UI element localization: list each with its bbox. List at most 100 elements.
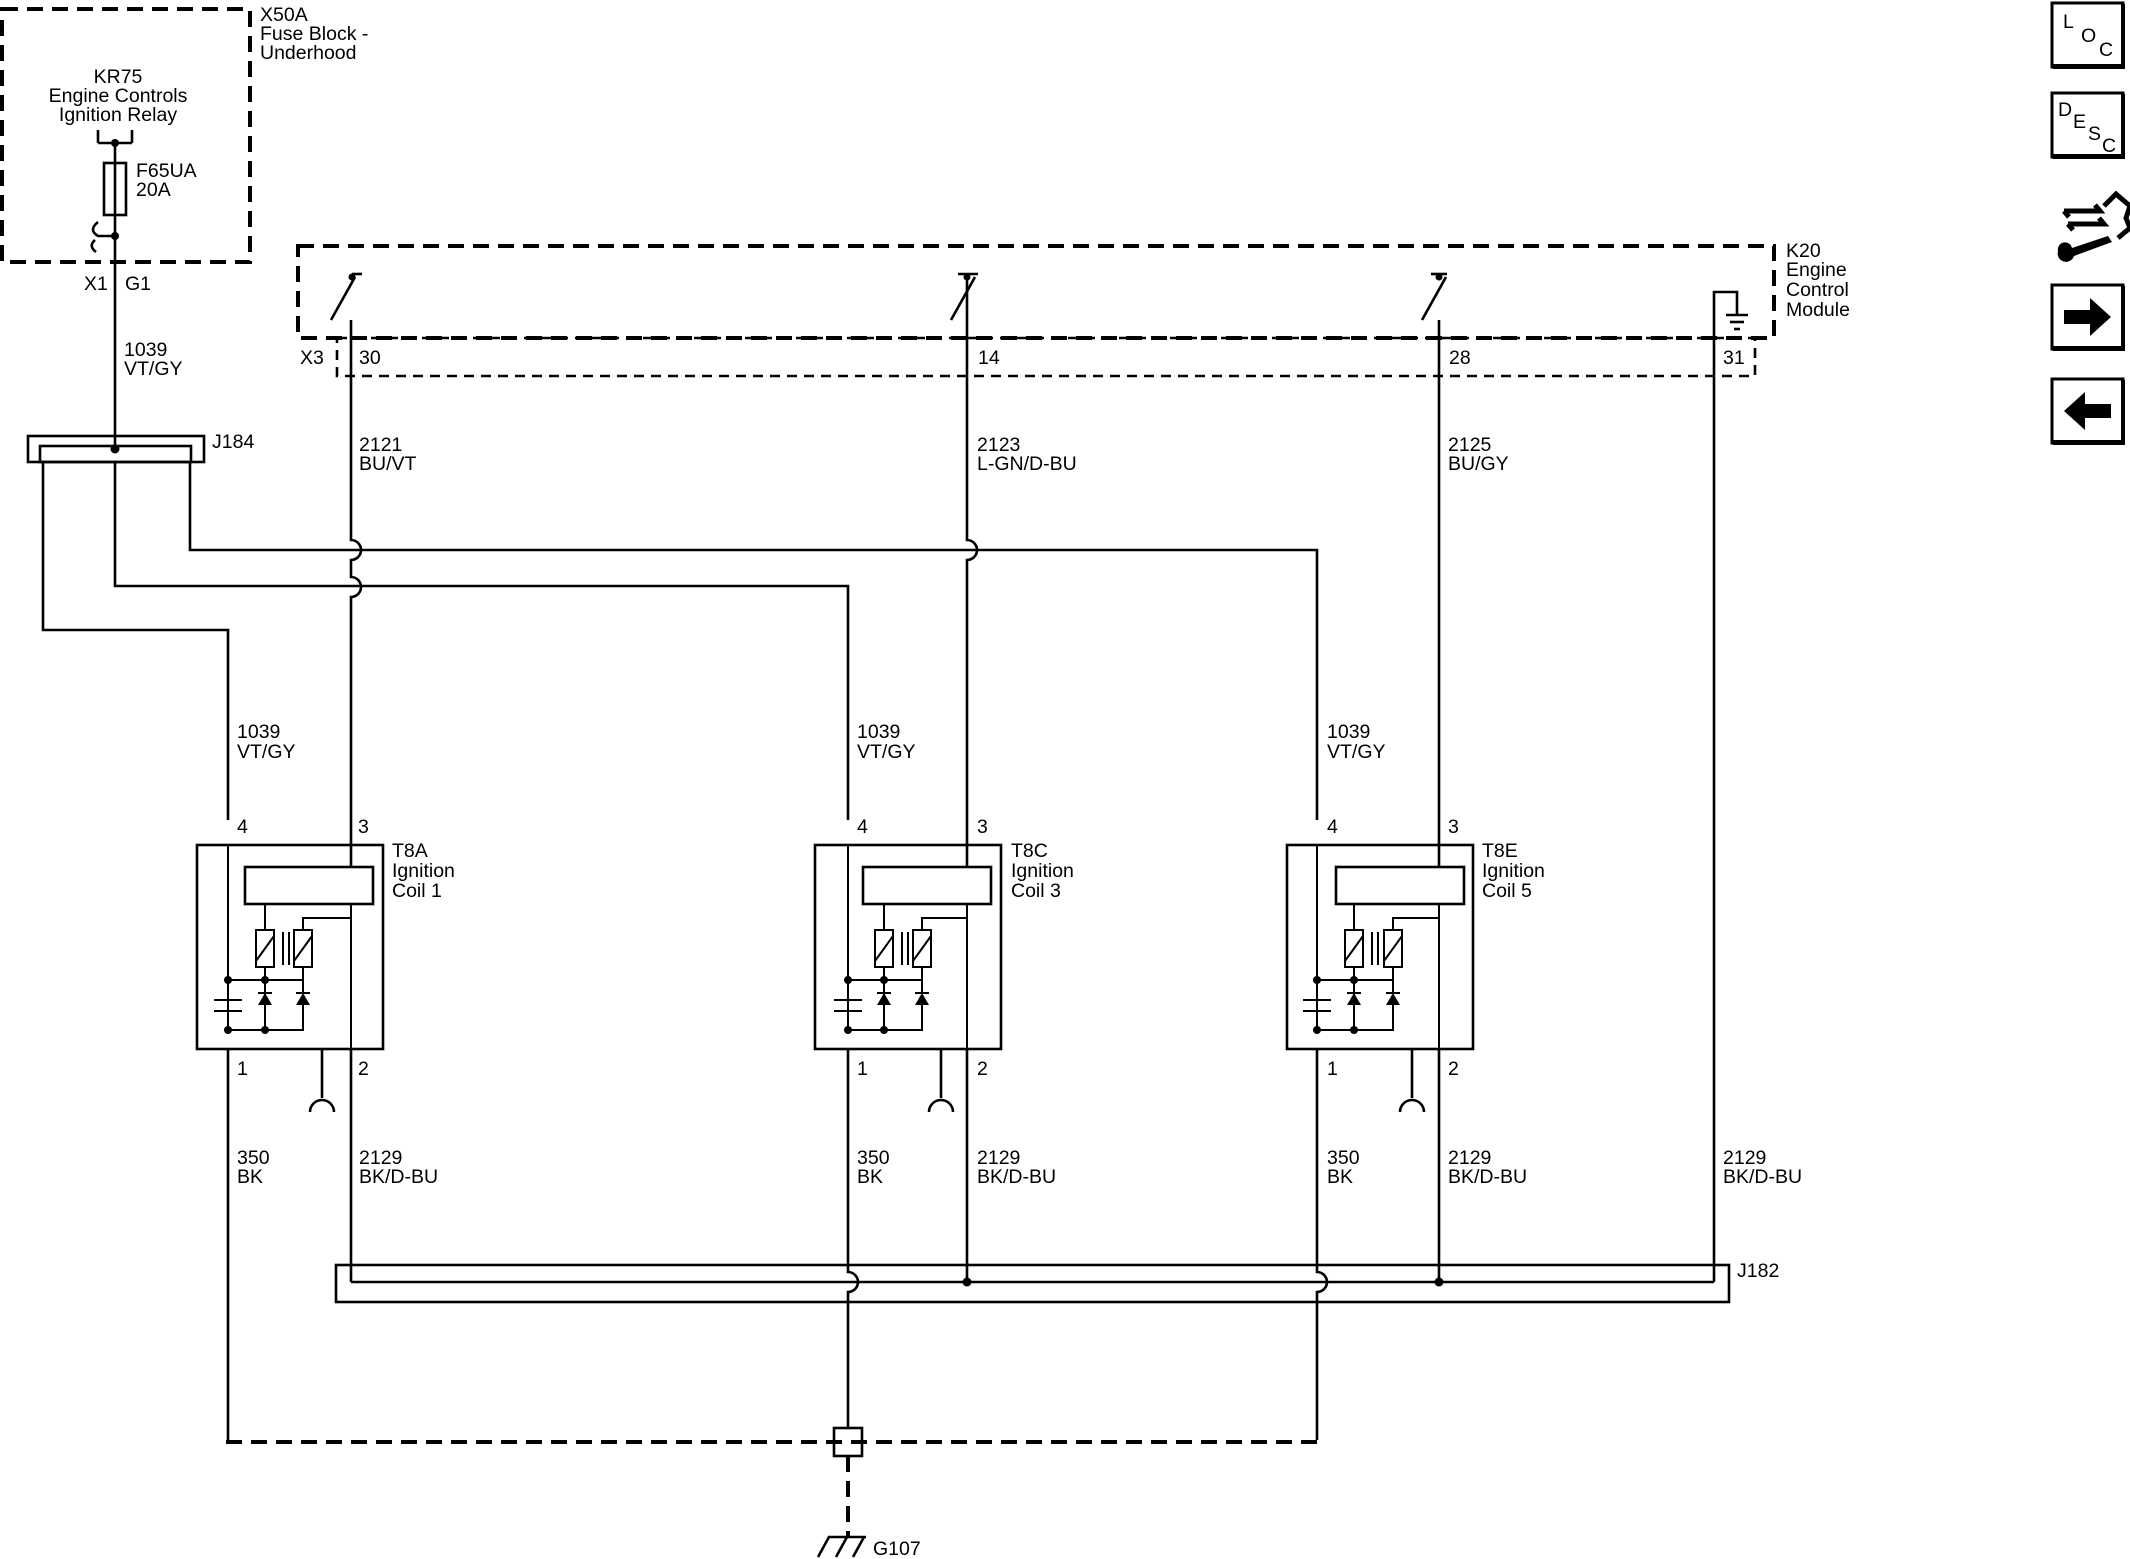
coil1-name-2: Coil 1 — [392, 880, 442, 902]
coil3-ref: T8C — [1011, 840, 1048, 862]
coil1-pin-2: 2 — [358, 1058, 369, 1080]
coil1-feed-circuit: 1039 — [237, 721, 280, 743]
fuse-pin-g1: G1 — [125, 273, 151, 295]
coil1-driver-block — [243, 865, 375, 906]
coil5-spark-plug-icon — [1398, 1098, 1426, 1113]
coil1-pin-1: 1 — [237, 1058, 248, 1080]
coil1-name-1: Ignition — [392, 860, 455, 882]
loc-button[interactable]: L O C — [2050, 1, 2125, 69]
coil1-diode-icon — [296, 993, 310, 1005]
coil5-pin-3: 3 — [1448, 816, 1459, 838]
ecm-pin-31: 31 — [1723, 347, 1745, 369]
desc-letter-1: D — [2058, 99, 2072, 121]
coil3-primary-winding — [874, 929, 894, 968]
splice-j182-label: J182 — [1737, 1260, 1779, 1282]
coil3-pin-3: 3 — [977, 816, 988, 838]
coil5-name-2: Coil 5 — [1482, 880, 1532, 902]
coil5-name-1: Ignition — [1482, 860, 1545, 882]
coil1-gnd-color: BK — [237, 1166, 263, 1188]
coil5-pin-2: 2 — [1448, 1058, 1459, 1080]
ignition-coil-t8e: 4 3 T8E Ignition Coil 5 1 2 — [1285, 816, 1545, 1113]
desc-button[interactable]: D E S C — [2050, 91, 2125, 159]
ecm-pin-28: 28 — [1449, 347, 1471, 369]
ecm-connector-label: X3 — [300, 347, 324, 369]
feed-wire-circuit: 1039 — [124, 339, 167, 361]
coil5-diode-icon — [1386, 993, 1400, 1005]
ground-g107: G107 — [226, 1426, 1319, 1559]
coil3-pin-4: 4 — [857, 816, 868, 838]
coil3-feed-color: VT/GY — [857, 741, 916, 763]
loc-letter-1: L — [2063, 11, 2074, 33]
loc-letter-2: O — [2081, 25, 2096, 47]
coil3-low-circuit: 2129 — [977, 1147, 1020, 1169]
coil1-pin-4: 4 — [237, 816, 248, 838]
fuse-connector-x1: X1 — [84, 273, 108, 295]
feed-wire-color: VT/GY — [124, 358, 183, 380]
coil3-gnd-circuit: 350 — [857, 1147, 890, 1169]
coil3-body — [813, 843, 1003, 1051]
ecm-driver-switch-1 — [329, 272, 362, 321]
ignition-coil-t8c: 4 3 T8C Ignition Coil 3 1 2 — [813, 816, 1074, 1113]
coil3-pin-2: 2 — [977, 1058, 988, 1080]
coil1-primary-winding — [255, 929, 275, 968]
ecm-gnd-circuit: 2129 — [1723, 1147, 1766, 1169]
coil5-gnd-circuit: 350 — [1327, 1147, 1360, 1169]
coil5-driver-block — [1334, 865, 1466, 906]
arrow-left-icon — [2064, 392, 2111, 430]
coil5-low-circuit: 2129 — [1448, 1147, 1491, 1169]
splice-j184-label: J184 — [212, 431, 254, 453]
control-wire-2-color: L-GN/D-BU — [977, 453, 1077, 475]
fuse-block-ref: X50A — [260, 4, 308, 26]
ground-label: G107 — [873, 1538, 921, 1559]
fuse-rating: 20A — [136, 179, 171, 201]
next-button[interactable] — [2050, 283, 2125, 351]
control-wire-1-circuit: 2121 — [359, 434, 402, 456]
coil3-ground-wire — [846, 1049, 860, 1428]
coil1-diode-icon-2 — [258, 993, 272, 1005]
ecm-name-2: Control — [1786, 279, 1849, 301]
control-wire-3-color: BU/GY — [1448, 453, 1509, 475]
relay-ref: KR75 — [94, 66, 143, 88]
coil3-name-1: Ignition — [1011, 860, 1074, 882]
coil3-name-2: Coil 3 — [1011, 880, 1061, 902]
prev-button[interactable] — [2050, 377, 2125, 445]
coil5-pin-4: 4 — [1327, 816, 1338, 838]
desc-letter-4: C — [2102, 135, 2116, 157]
coil1-pin-3: 3 — [358, 816, 369, 838]
coil1-gnd-circuit: 350 — [237, 1147, 270, 1169]
fuse-block-x50a: X50A Fuse Block - Underhood KR75 Engine … — [0, 4, 368, 264]
feed-wire-coil1 — [41, 462, 230, 820]
ecm-k20 — [296, 244, 1776, 378]
fuse-block-boundary — [0, 7, 252, 264]
control-wire-2-circuit: 2123 — [977, 434, 1020, 456]
coil5-pin-1: 1 — [1327, 1058, 1338, 1080]
control-wire-3-circuit: 2125 — [1448, 434, 1492, 456]
control-wire-1-color: BU/VT — [359, 453, 417, 475]
ecm-pin-14: 14 — [978, 347, 1000, 369]
coil5-feed-color: VT/GY — [1327, 741, 1386, 763]
coil3-gnd-color: BK — [857, 1166, 883, 1188]
fuse-block-name-1: Fuse Block - — [260, 23, 368, 45]
coil3-feed-circuit: 1039 — [857, 721, 900, 743]
coil3-driver-block — [861, 865, 993, 906]
coil1-ref: T8A — [392, 840, 428, 862]
ecm-driver-switch-3 — [1420, 272, 1448, 321]
coil5-feed-circuit: 1039 — [1327, 721, 1370, 743]
ecm-boundary — [296, 244, 1776, 340]
coil1-body — [195, 843, 385, 1051]
desc-letter-2: E — [2073, 111, 2086, 133]
ecm-gnd-color: BK/D-BU — [1723, 1166, 1802, 1188]
coil3-low-color: BK/D-BU — [977, 1166, 1056, 1188]
ecm-name-3: Module — [1786, 299, 1850, 321]
ignition-coil-t8a: 4 3 T8A Ignition Coil 1 1 2 — [195, 816, 455, 1113]
arrow-right-icon — [2064, 298, 2111, 336]
coil5-ground-wire — [1315, 1049, 1329, 1440]
loc-letter-3: C — [2099, 39, 2113, 61]
connector-wrench-button[interactable] — [2057, 190, 2130, 262]
coil1-low-color: BK/D-BU — [359, 1166, 438, 1188]
control-wire-2123 — [965, 277, 979, 867]
ground-icon — [816, 1535, 866, 1558]
coil5-primary-winding — [1344, 929, 1364, 968]
fuse-ref: F65UA — [136, 160, 197, 182]
